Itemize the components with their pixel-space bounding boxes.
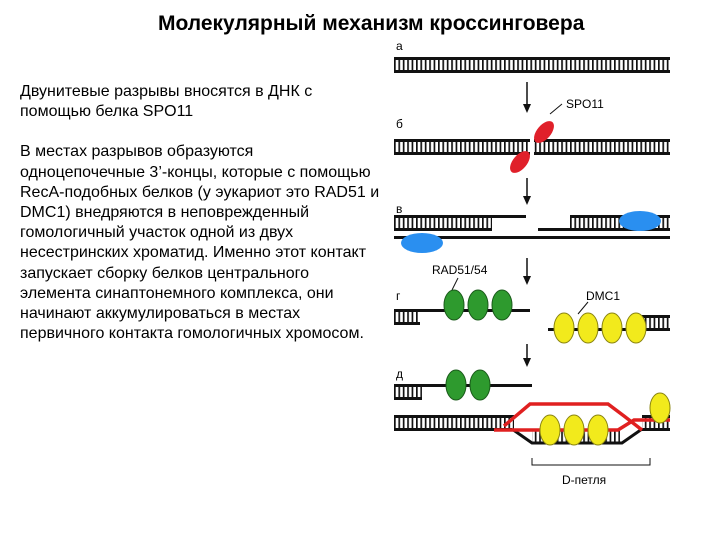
arrow-down-3 — [523, 258, 531, 285]
dmc1-pointer — [577, 301, 589, 315]
description-text: Двунитевые разрывы вносятся в ДНК с помо… — [20, 82, 380, 344]
dmc1-protein-d-1 — [539, 414, 561, 446]
spo11-protein-bottom — [510, 151, 530, 173]
spo11-pointer — [549, 103, 563, 115]
dmc1-protein-d-3 — [587, 414, 609, 446]
rad51-label: RAD51/54 — [432, 263, 488, 277]
stage-label-v: в — [396, 202, 402, 216]
crossover-diagram: а б SPO11 в — [394, 39, 671, 487]
paragraph-mechanism: В местах разрывов образуются одноцепочеч… — [20, 143, 380, 343]
page-title: Молекулярный механизм кроссинговера — [158, 12, 585, 35]
rad51-protein-3 — [491, 289, 513, 321]
rad51-pointer — [451, 277, 459, 291]
rad51-protein-d-1 — [445, 369, 467, 401]
dmc1-protein-d-2 — [563, 414, 585, 446]
dmc1-protein-4 — [625, 312, 647, 344]
dna-duplex-b — [394, 139, 670, 155]
stage-label-g: г — [396, 289, 401, 303]
arrow-down-4 — [523, 344, 531, 367]
d-loop-label: D-петля — [562, 473, 606, 487]
dmc1-label: DMC1 — [586, 289, 620, 303]
stage-label-d: д — [396, 367, 403, 381]
strand-binding-protein-left — [401, 233, 443, 253]
rad51-protein-2 — [467, 289, 489, 321]
rad51-protein-1 — [443, 289, 465, 321]
stage-label-a: а — [396, 39, 403, 53]
dmc1-protein-2 — [577, 312, 599, 344]
stage-label-b: б — [396, 117, 403, 131]
dmc1-protein-d-4 — [649, 392, 671, 424]
spo11-protein-top — [534, 121, 554, 143]
dmc1-protein-1 — [553, 312, 575, 344]
dna-duplex-a — [394, 57, 670, 73]
d-loop-bracket — [531, 458, 651, 466]
spo11-label: SPO11 — [566, 97, 604, 111]
paragraph-spo11: Двунитевые разрывы вносятся в ДНК с помо… — [20, 83, 313, 121]
arrow-down-1 — [523, 82, 531, 113]
strand-binding-protein-right — [619, 211, 661, 231]
rad51-protein-d-2 — [469, 369, 491, 401]
displaced-strand-d — [494, 418, 670, 432]
dmc1-protein-3 — [601, 312, 623, 344]
arrow-down-2 — [523, 178, 531, 205]
